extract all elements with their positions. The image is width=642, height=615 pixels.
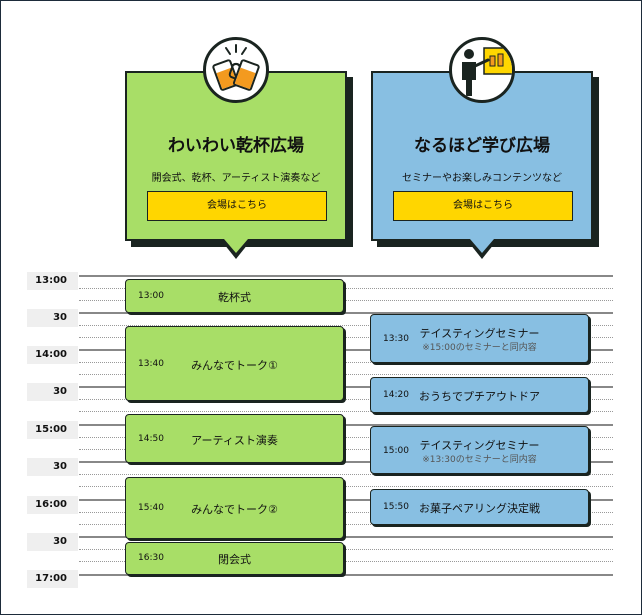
session-time: 13:00	[138, 291, 164, 301]
session-title: おうちでプチアウトドア	[419, 390, 540, 403]
grid-line-half	[79, 461, 613, 463]
session-title: テイスティングセミナー	[419, 327, 540, 340]
session-time: 15:40	[138, 503, 164, 513]
grid-line-half	[79, 312, 613, 314]
time-band	[27, 533, 78, 551]
venue-subtitle: セミナーやお楽しみコンテンツなど	[402, 173, 562, 184]
grid-line-hour	[79, 349, 613, 351]
session-closing[interactable]: 16:30 閉会式	[125, 542, 344, 575]
grid-line-hour	[79, 424, 613, 426]
time-band	[27, 272, 78, 290]
time-band	[27, 496, 78, 514]
grid-line-half	[79, 386, 613, 388]
grid-line	[79, 486, 613, 487]
session-title: テイスティングセミナー	[419, 439, 540, 452]
session-snack-pairing[interactable]: 15:50 お菓子ペアリング決定戦	[370, 489, 589, 525]
time-label: 30	[53, 386, 67, 397]
session-talk-1[interactable]: 13:40 みんなでトーク①	[125, 326, 344, 401]
session-time: 16:30	[138, 553, 164, 563]
session-time: 13:30	[383, 334, 409, 344]
grid-line	[79, 474, 613, 475]
session-time: 14:20	[383, 390, 409, 400]
grid-line	[79, 399, 613, 400]
grid-line	[79, 524, 613, 525]
session-time: 15:50	[383, 502, 409, 512]
session-title: みんなでトーク②	[191, 503, 278, 516]
session-tasting-1[interactable]: 13:30 テイスティングセミナー ※15:00のセミナーと同内容	[370, 314, 589, 363]
grid-line	[79, 288, 613, 289]
time-label: 30	[53, 312, 67, 323]
time-band	[27, 570, 78, 588]
session-talk-2[interactable]: 15:40 みんなでトーク②	[125, 477, 344, 539]
grid-line-hour	[79, 499, 613, 501]
grid-line-hour	[79, 275, 613, 277]
time-band	[27, 346, 78, 364]
grid-line	[79, 449, 613, 450]
grid-line	[79, 437, 613, 438]
time-label: 30	[53, 461, 67, 472]
time-label: 13:00	[35, 275, 67, 286]
grid-line	[79, 512, 613, 513]
time-band	[27, 458, 78, 476]
grid-line	[79, 561, 613, 562]
session-kanpai-toast[interactable]: 13:00 乾杯式	[125, 279, 344, 313]
time-label: 14:00	[35, 349, 67, 360]
venue-title: わいわい乾杯広場	[168, 136, 304, 156]
venue-link-button[interactable]: 会場はこちら	[147, 191, 327, 221]
session-artist-live[interactable]: 14:50 アーティスト演奏	[125, 414, 344, 463]
session-time: 14:50	[138, 434, 164, 444]
session-time: 15:00	[383, 446, 409, 456]
venue-title: なるほど学び広場	[414, 136, 550, 156]
time-label: 17:00	[35, 573, 67, 584]
session-title: アーティスト演奏	[191, 434, 278, 447]
beer-toast-icon	[203, 37, 269, 103]
grid-line	[79, 411, 613, 412]
session-time: 13:40	[138, 359, 164, 369]
session-home-outdoor[interactable]: 14:20 おうちでプチアウトドア	[370, 377, 589, 413]
session-note: ※15:00のセミナーと同内容	[422, 343, 537, 353]
session-title: みんなでトーク①	[191, 359, 278, 372]
session-title: 閉会式	[218, 553, 251, 566]
session-tasting-2[interactable]: 15:00 テイスティングセミナー ※13:30のセミナーと同内容	[370, 426, 589, 474]
presenter-icon	[449, 37, 515, 103]
grid-line-hour	[79, 574, 613, 576]
venue-subtitle: 開会式、乾杯、アーティスト演奏など	[151, 173, 321, 184]
grid-line	[79, 362, 613, 363]
pointer-arrow-fill	[470, 239, 494, 253]
grid-line-half	[79, 536, 613, 538]
grid-line	[79, 325, 613, 326]
pointer-arrow-fill	[224, 239, 248, 253]
grid-line	[79, 549, 613, 550]
time-band	[27, 383, 78, 401]
grid-line	[79, 337, 613, 338]
venue-link-button[interactable]: 会場はこちら	[393, 191, 573, 221]
grid-line	[79, 300, 613, 301]
time-band	[27, 309, 78, 327]
session-title: 乾杯式	[218, 291, 251, 304]
session-note: ※13:30のセミナーと同内容	[422, 455, 537, 465]
session-title: お菓子ペアリング決定戦	[419, 502, 540, 515]
time-label: 15:00	[35, 424, 67, 435]
time-label: 16:00	[35, 499, 67, 510]
time-band	[27, 421, 78, 439]
grid-line	[79, 374, 613, 375]
time-label: 30	[53, 536, 67, 547]
